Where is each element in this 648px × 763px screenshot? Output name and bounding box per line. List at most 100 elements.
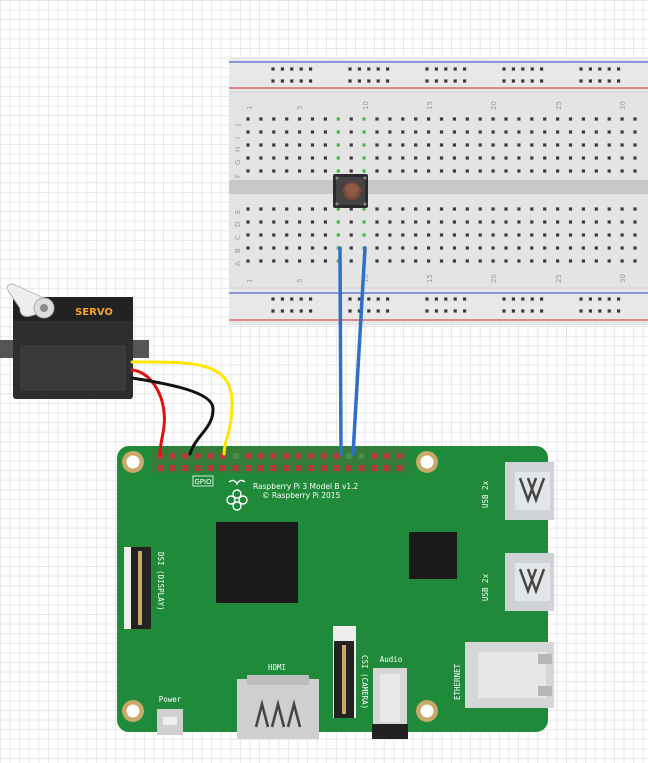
breadboard-hole[interactable] <box>504 233 508 237</box>
breadboard-hole[interactable] <box>376 79 380 83</box>
breadboard-hole[interactable] <box>362 233 366 237</box>
breadboard-hole[interactable] <box>246 143 250 147</box>
breadboard-hole[interactable] <box>521 297 525 301</box>
breadboard-hole[interactable] <box>299 309 303 313</box>
breadboard-hole[interactable] <box>310 233 315 237</box>
breadboard-hole[interactable] <box>439 220 444 224</box>
breadboard-hole[interactable] <box>309 67 313 71</box>
breadboard-hole[interactable] <box>246 246 250 250</box>
breadboard-hole[interactable] <box>280 79 284 83</box>
breadboard-hole[interactable] <box>607 297 611 301</box>
breadboard-hole[interactable] <box>246 130 250 134</box>
breadboard-hole[interactable] <box>491 246 495 250</box>
breadboard-hole[interactable] <box>556 117 560 121</box>
breadboard-hole[interactable] <box>388 207 392 211</box>
breadboard-hole[interactable] <box>633 233 637 237</box>
breadboard-hole[interactable] <box>401 220 405 224</box>
breadboard-hole[interactable] <box>388 130 392 134</box>
breadboard-hole[interactable] <box>349 130 353 134</box>
breadboard-hole[interactable] <box>463 67 467 71</box>
breadboard-hole[interactable] <box>491 143 495 147</box>
breadboard-hole[interactable] <box>298 169 302 173</box>
breadboard-hole[interactable] <box>336 220 340 224</box>
breadboard-hole[interactable] <box>259 130 263 134</box>
gpio-pin[interactable] <box>346 465 352 471</box>
breadboard-hole[interactable] <box>617 67 621 71</box>
gpio-pin[interactable] <box>333 453 340 459</box>
breadboard-hole[interactable] <box>246 156 250 160</box>
breadboard-hole[interactable] <box>425 297 429 301</box>
breadboard-hole[interactable] <box>620 156 624 160</box>
breadboard-hole[interactable] <box>290 309 294 313</box>
breadboard-hole[interactable] <box>568 220 573 224</box>
breadboard-hole[interactable] <box>259 220 263 224</box>
breadboard-hole[interactable] <box>478 246 482 250</box>
breadboard-hole[interactable] <box>427 233 431 237</box>
breadboard-hole[interactable] <box>285 130 289 134</box>
breadboard-hole[interactable] <box>568 259 573 263</box>
breadboard-hole[interactable] <box>323 169 327 173</box>
breadboard-hole[interactable] <box>323 259 327 263</box>
breadboard-hole[interactable] <box>633 259 637 263</box>
breadboard-hole[interactable] <box>633 130 637 134</box>
breadboard-hole[interactable] <box>543 117 547 121</box>
breadboard-hole[interactable] <box>543 169 547 173</box>
breadboard-hole[interactable] <box>517 233 521 237</box>
breadboard-hole[interactable] <box>323 130 327 134</box>
breadboard-hole[interactable] <box>349 143 353 147</box>
breadboard-hole[interactable] <box>367 67 371 71</box>
breadboard-hole[interactable] <box>607 130 611 134</box>
breadboard-hole[interactable] <box>594 246 598 250</box>
breadboard-hole[interactable] <box>298 143 302 147</box>
breadboard-hole[interactable] <box>502 309 506 313</box>
breadboard-hole[interactable] <box>388 143 392 147</box>
breadboard-hole[interactable] <box>594 117 598 121</box>
breadboard-hole[interactable] <box>607 259 611 263</box>
breadboard-hole[interactable] <box>579 297 583 301</box>
breadboard-hole[interactable] <box>588 297 592 301</box>
breadboard-hole[interactable] <box>272 143 276 147</box>
breadboard-hole[interactable] <box>594 220 598 224</box>
breadboard-hole[interactable] <box>401 117 405 121</box>
breadboard-hole[interactable] <box>375 233 379 237</box>
breadboard-hole[interactable] <box>478 169 482 173</box>
breadboard-hole[interactable] <box>556 259 560 263</box>
breadboard-hole[interactable] <box>633 143 637 147</box>
breadboard-hole[interactable] <box>298 207 302 211</box>
breadboard-hole[interactable] <box>388 220 392 224</box>
breadboard-hole[interactable] <box>310 246 315 250</box>
breadboard-hole[interactable] <box>620 207 624 211</box>
breadboard-hole[interactable] <box>323 143 327 147</box>
breadboard-hole[interactable] <box>272 220 276 224</box>
gpio-pin[interactable] <box>320 465 327 471</box>
breadboard-hole[interactable] <box>504 169 508 173</box>
breadboard-hole[interactable] <box>427 143 431 147</box>
breadboard-hole[interactable] <box>271 297 275 301</box>
breadboard-hole[interactable] <box>581 169 585 173</box>
breadboard-hole[interactable] <box>579 79 583 83</box>
breadboard-hole[interactable] <box>414 169 418 173</box>
breadboard-hole[interactable] <box>439 259 444 263</box>
breadboard-hole[interactable] <box>310 169 315 173</box>
breadboard-hole[interactable] <box>280 67 284 71</box>
breadboard-hole[interactable] <box>491 259 495 263</box>
breadboard-hole[interactable] <box>581 246 585 250</box>
breadboard-hole[interactable] <box>594 156 598 160</box>
breadboard-hole[interactable] <box>349 259 353 263</box>
breadboard-hole[interactable] <box>362 169 366 173</box>
breadboard-hole[interactable] <box>452 207 456 211</box>
push-button[interactable] <box>333 174 368 208</box>
breadboard-hole[interactable] <box>310 143 315 147</box>
breadboard-hole[interactable] <box>568 143 573 147</box>
breadboard-hole[interactable] <box>530 207 534 211</box>
breadboard-hole[interactable] <box>463 79 467 83</box>
breadboard-hole[interactable] <box>504 207 508 211</box>
breadboard-hole[interactable] <box>271 79 275 83</box>
breadboard-hole[interactable] <box>439 156 444 160</box>
breadboard-hole[interactable] <box>309 79 313 83</box>
breadboard-hole[interactable] <box>588 309 592 313</box>
breadboard-hole[interactable] <box>401 207 405 211</box>
breadboard-hole[interactable] <box>348 297 352 301</box>
breadboard-hole[interactable] <box>530 156 534 160</box>
breadboard-hole[interactable] <box>511 297 515 301</box>
